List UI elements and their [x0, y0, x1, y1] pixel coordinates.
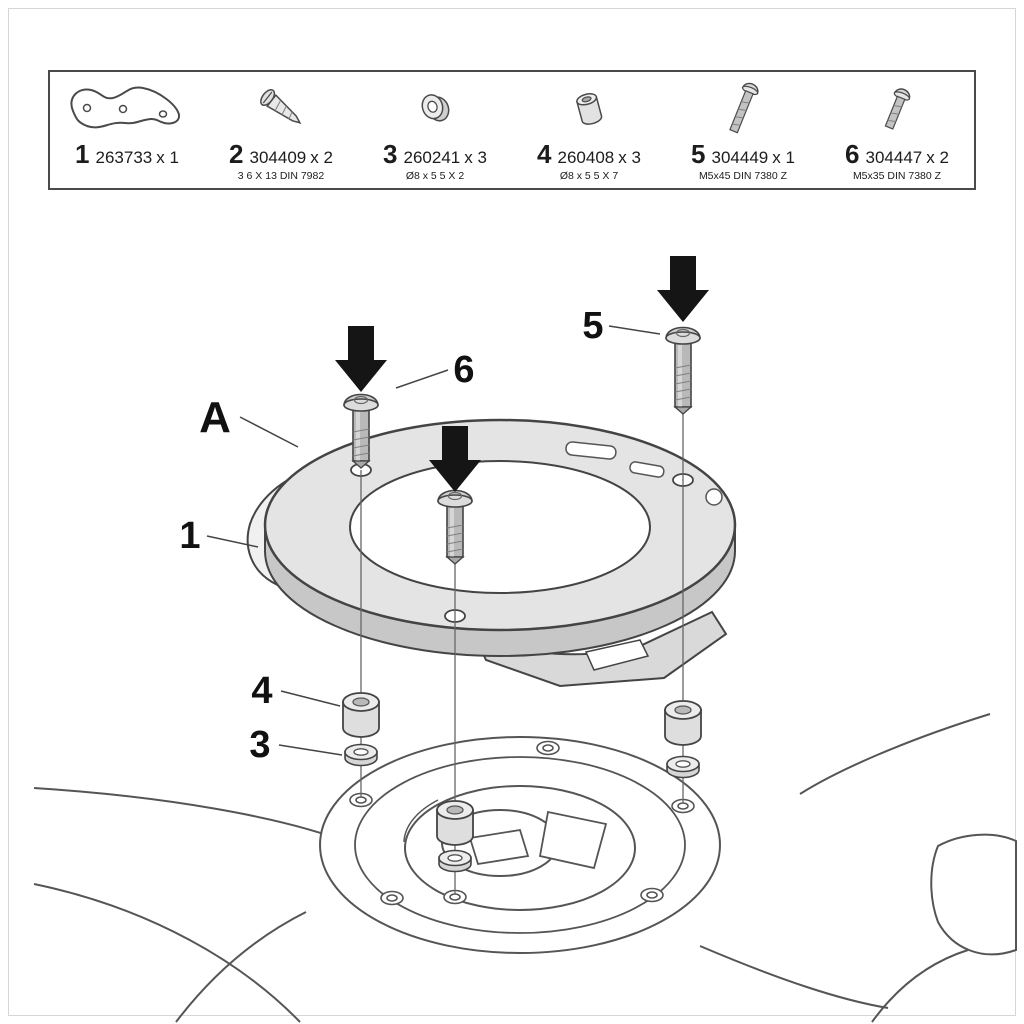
part-item-4: 4 260408 x 3 Ø8 x 5 5 X 7	[512, 72, 666, 188]
part-number: 4	[537, 139, 552, 170]
spacer-left	[342, 692, 380, 738]
part-code: 304447	[865, 148, 923, 168]
part-label: 1 263733 x 1	[75, 140, 179, 169]
part-qty: x 1	[156, 148, 179, 168]
part-qty: x 2	[310, 148, 333, 168]
part-item-1: 1 263733 x 1	[50, 72, 204, 188]
label-washer-3: 3	[249, 724, 270, 766]
part-label: 6 304447 x 2	[845, 140, 949, 169]
spacer-icon	[534, 76, 644, 140]
part-spec: Ø8 x 5 5 X 2	[405, 170, 465, 182]
part-label: 4 260408 x 3	[537, 140, 641, 169]
leader-ring	[239, 416, 299, 448]
cap-key-slot	[468, 828, 530, 866]
part-number: 5	[691, 139, 706, 170]
long-bolt-icon	[688, 76, 798, 140]
bracket-icon	[57, 76, 197, 140]
tank-ring	[263, 418, 737, 688]
part-item-6: 6 304447 x 2 M5x35 DIN 7380 Z	[820, 72, 974, 188]
label-bolt-6: 6	[453, 349, 474, 391]
part-spec: M5x35 DIN 7380 Z	[852, 170, 942, 182]
part-spec: 3 6 X 13 DIN 7982	[237, 170, 325, 182]
bolt-part-6-middle	[437, 489, 473, 565]
part-qty: x 3	[464, 148, 487, 168]
part-code: 304449	[711, 148, 769, 168]
part-spec: M5x45 DIN 7380 Z	[698, 170, 788, 182]
part-number: 2	[229, 139, 244, 170]
fuel-cap-assembly	[319, 736, 721, 954]
leader-bolt-6	[395, 369, 449, 389]
leader-washer	[278, 744, 343, 756]
part-item-3: 3 260241 x 3 Ø8 x 5 5 X 2	[358, 72, 512, 188]
flange-holes	[349, 740, 695, 906]
washer-right	[666, 755, 700, 779]
parts-list: 1 263733 x 1	[48, 70, 976, 190]
washer-middle	[438, 849, 472, 873]
part-qty: x 2	[926, 148, 949, 168]
washer-left	[344, 743, 378, 767]
arrow-down-icon-right	[657, 256, 709, 322]
spacer-right	[664, 700, 702, 746]
spacer-middle	[436, 800, 474, 846]
leader-lines	[206, 325, 661, 756]
part-number: 1	[75, 139, 90, 170]
part-qty: x 1	[772, 148, 795, 168]
part-number: 3	[383, 139, 398, 170]
bolt-part-6	[343, 393, 379, 469]
part-item-2: 2 304409 x 2 3 6 X 13 DIN 7982	[204, 72, 358, 188]
label-ring-a: A	[199, 393, 231, 442]
part-qty: x 3	[618, 148, 641, 168]
arrow-down-icon-middle	[429, 426, 481, 492]
part-number: 6	[845, 139, 860, 170]
screw-icon	[226, 76, 336, 140]
leader-bolt-5	[608, 325, 661, 335]
label-spacer-4: 4	[251, 670, 272, 712]
label-bolt-5: 5	[582, 305, 603, 347]
part-spec: Ø8 x 5 5 X 7	[559, 170, 619, 182]
tank-outline	[33, 713, 1017, 1023]
washer-icon	[380, 76, 490, 140]
part-label: 3 260241 x 3	[383, 140, 487, 169]
part-code: 304409	[249, 148, 307, 168]
part-code: 260408	[557, 148, 615, 168]
part-item-5: 5 304449 x 1 M5x45 DIN 7380 Z	[666, 72, 820, 188]
cap-latch	[538, 810, 608, 870]
part-code: 263733	[95, 148, 153, 168]
arrow-down-icon-left	[335, 326, 387, 392]
bolt-icon	[842, 76, 952, 140]
leader-bracket	[206, 535, 259, 548]
bolt-part-5	[665, 326, 701, 415]
part-label: 5 304449 x 1	[691, 140, 795, 169]
part-label: 2 304409 x 2	[229, 140, 333, 169]
leader-spacer	[280, 690, 341, 707]
label-bracket-1: 1	[179, 515, 200, 557]
part-code: 260241	[403, 148, 461, 168]
